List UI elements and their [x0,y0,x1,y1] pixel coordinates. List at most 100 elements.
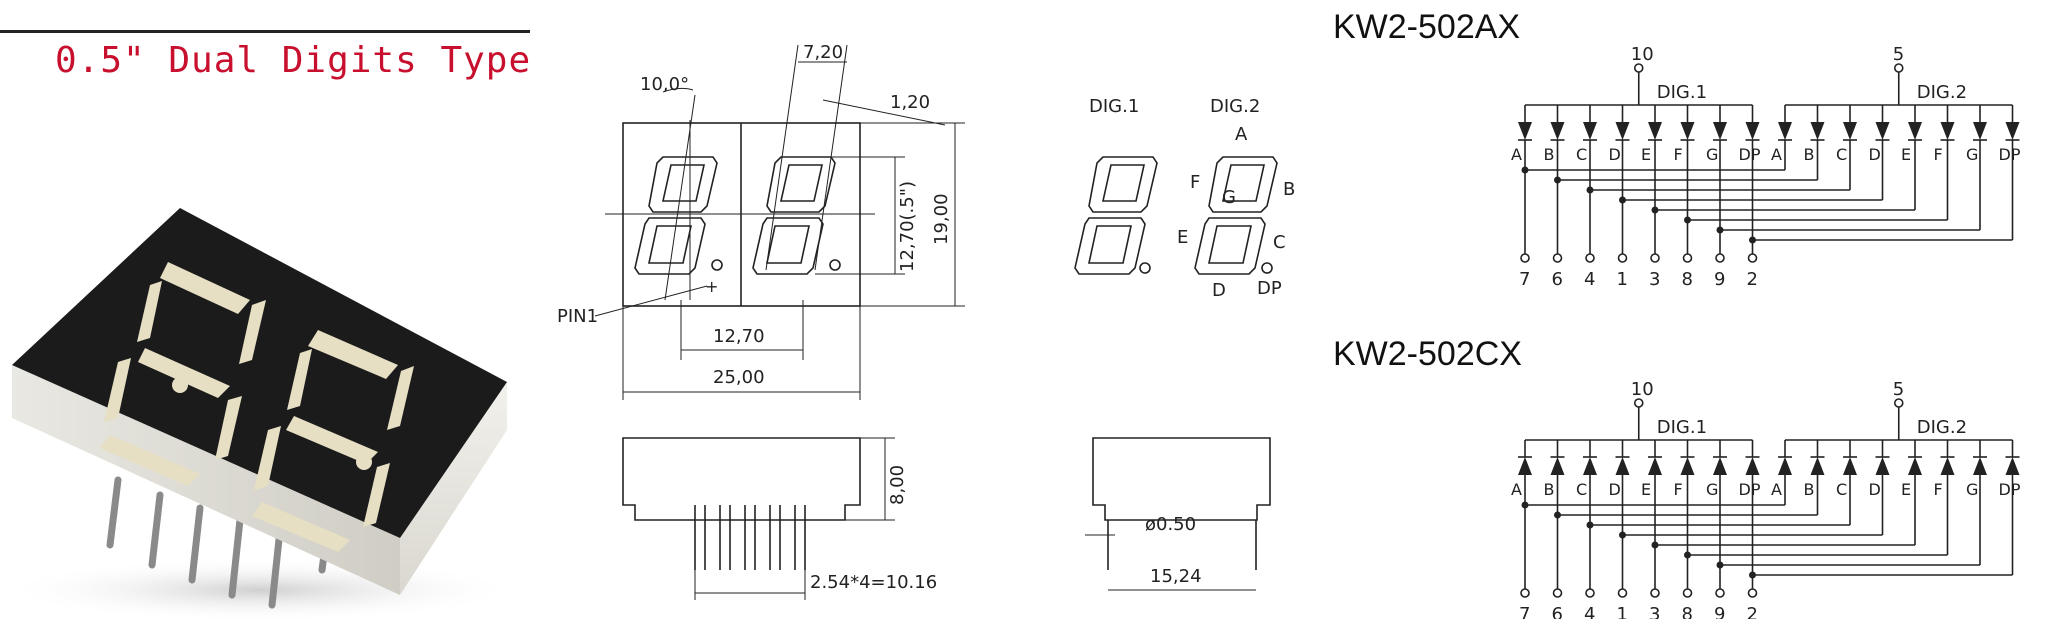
dp-dim-line [822,99,946,126]
dim-angle: 10,0° [640,74,689,95]
diode-symbol [1745,457,1760,475]
pin-terminal [1617,588,1628,598]
dim-pin-pitch: 2.54*4=10.16 [810,572,937,593]
segment-label: G [1706,480,1718,499]
junction-dot [1586,521,1594,529]
segment-label: F [1934,145,1943,164]
diode-symbol [2005,457,2020,475]
segment-label: C [1836,145,1847,164]
segment-label: F [1674,480,1683,499]
diode-symbol [1778,122,1792,140]
segment-label: A [1771,145,1782,164]
pin-terminal [1520,588,1530,598]
schematic-ax-model: KW2-502AX [1333,8,1521,46]
diode-symbol [1680,457,1695,475]
pin-terminal [1650,588,1660,598]
junction-dot [1716,226,1724,234]
segment-label: G [1706,145,1718,164]
diode-symbol [2005,122,2020,140]
pin-terminal [1650,253,1660,263]
junction-dot [1619,531,1626,539]
seg-label-a: A [1235,124,1248,145]
segment-label: G [1966,480,1978,499]
diode-symbol [1518,457,1532,475]
pin-number: 3 [1649,604,1660,619]
common-pin-1-label: 10 [1631,379,1654,400]
pin-number: 6 [1552,269,1563,290]
segment-label: E [1641,145,1651,164]
diode-symbol [1648,457,1662,475]
pin1-marker: + [705,277,718,296]
dig2-label: DIG.2 [1917,417,1967,438]
segment-label: A [1771,480,1782,499]
photo-digit-2 [252,330,414,552]
segment-label: D [1609,145,1621,164]
junction-dot [1651,541,1659,549]
segmap-dig1-label: DIG.1 [1089,96,1139,117]
common-pin-2-terminal [1893,63,1904,73]
segment-label: F [1934,480,1943,499]
dim-pin-diameter: ø0.50 [1145,514,1196,535]
pin-number: 1 [1617,269,1628,290]
pin-terminal [1715,588,1725,598]
common-pin-2-label: 5 [1893,379,1904,400]
common-pin-2-label: 5 [1893,44,1904,65]
segmap-dig2-label: DIG.2 [1210,96,1260,117]
diode-symbol [1810,122,1825,140]
diode-symbol [1810,457,1825,475]
pin-terminal [1585,253,1595,263]
diode-symbol [1648,122,1662,140]
diode-symbol [1908,457,1922,475]
junction-dot [1521,166,1529,174]
junction-dot [1684,216,1691,224]
segment-label: C [1576,145,1587,164]
diode-symbol [1908,122,1922,140]
side-view-pins [694,505,806,570]
junction-dot [1554,511,1561,519]
junction-dot [1716,561,1724,569]
diode-symbol [1940,122,1955,140]
pin-number: 4 [1584,269,1595,290]
title-rule [0,30,530,33]
dim-body-width: 25,00 [713,367,765,388]
diode-symbol [1745,122,1760,140]
end-view-body [1092,437,1271,521]
junction-dot [1749,571,1756,579]
diode-symbol [1583,457,1597,475]
pin-terminal [1585,588,1595,598]
pin-terminal [1552,253,1563,263]
dig1-label: DIG.1 [1657,82,1707,103]
front-digit-1 [634,156,723,275]
segment-label: E [1901,145,1911,164]
pin1-leader [594,285,708,317]
diode-symbol [1875,457,1890,475]
pin1-label: PIN1 [557,306,598,327]
segmap-digit-2 [1194,156,1278,275]
diode-symbol [1973,122,1987,140]
dim-side-height: 8,00 [887,465,908,505]
seg-label-b: B [1283,179,1295,200]
pin-terminal [1747,588,1758,598]
common-pin-1-terminal [1633,63,1644,73]
segment-label: D [1609,480,1621,499]
pin-terminal [1682,588,1693,598]
segment-label: A [1511,145,1522,164]
diode-symbol [1615,122,1630,140]
junction-dot [1619,196,1626,204]
diode-symbol [1713,457,1727,475]
diode-symbol [1713,122,1727,140]
segment-label: E [1641,480,1651,499]
seg-label-f: F [1190,172,1200,193]
segment-label: B [1544,480,1555,499]
diode-symbol [1843,457,1857,475]
seg-label-c: C [1273,232,1286,253]
junction-dot [1586,186,1594,194]
diode-symbol [1550,122,1565,140]
diode-symbol [1550,457,1565,475]
pin-number: 1 [1617,604,1628,619]
common-pin-1-label: 10 [1631,44,1654,65]
